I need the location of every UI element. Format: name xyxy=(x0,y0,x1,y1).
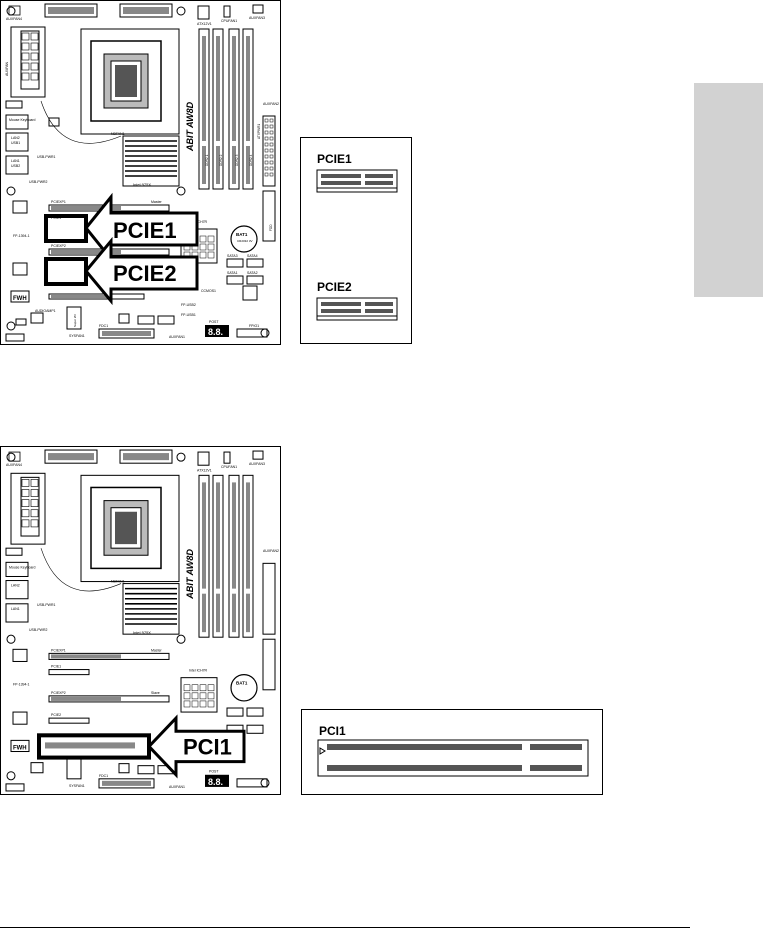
footer-rule xyxy=(0,927,690,928)
label-usb-pwr1: USB-PWR1 xyxy=(37,603,55,607)
label-master: Master xyxy=(151,200,163,204)
label-bat1: BAT1 xyxy=(236,681,248,686)
label-fp-usb2: FP-USB2 xyxy=(181,303,196,307)
label-fpio1: FPIO1 xyxy=(249,324,259,328)
pcie2-callout-label: PCIE2 xyxy=(113,261,177,286)
chapter-side-tab xyxy=(694,83,763,297)
label-ddr2-1: DDR2 1 xyxy=(205,154,209,166)
pcie1-detail-title: PCIE1 xyxy=(317,152,352,166)
label-atx12v1: ATX12V1 xyxy=(197,22,212,26)
label-post: POST xyxy=(209,770,219,774)
post-digits: 8.8. xyxy=(208,777,223,787)
pcie1-slot-drawing xyxy=(316,169,398,193)
label-auxfan1: AUXFAN1 xyxy=(169,335,185,339)
brand-label: ABIT AW8D xyxy=(185,101,195,152)
label-auxfan2: AUXFAN2 xyxy=(263,102,279,106)
pcie2-callout-arrow xyxy=(84,236,199,306)
board-layout-svg-1: AUXFAN4 CPUFAN1 ATX12V1 AUXFAN3 AUXFAN M… xyxy=(5,3,279,342)
label-audioamp1: AUDIOAMP1 xyxy=(35,309,56,313)
label-cpufan1: CPUFAN1 xyxy=(221,465,237,469)
label-fwh: FWH xyxy=(13,296,27,302)
post-digits: 8.8. xyxy=(208,327,223,337)
label-post: POST xyxy=(209,320,219,324)
label-fwh: FWH xyxy=(13,745,27,751)
label-bat1: BAT1 xyxy=(236,232,248,237)
label-ddr2-3: DDR2 3 xyxy=(235,154,239,166)
label-cpufan1: CPUFAN1 xyxy=(221,19,237,23)
label-mouse-keyboard: Mouse Keyboard xyxy=(9,118,36,122)
label-atx12v1: ATX12V1 xyxy=(197,468,212,472)
pci1-slot-drawing xyxy=(317,739,589,777)
label-ddr2-4: DDR2 4 xyxy=(249,154,253,166)
brand-label: ABIT AW8D xyxy=(185,549,195,600)
label-sysfan1: SYSFAN1 xyxy=(69,334,85,338)
label-pciexp1: PCIEXP1 xyxy=(51,200,66,204)
label-lan1: LAN1 xyxy=(11,159,20,163)
pcie2-detail-title: PCIE2 xyxy=(317,280,352,294)
pci1-callout-arrow xyxy=(146,714,246,779)
label-lan2: LAN2 xyxy=(11,584,20,588)
label-intel-975x: Intel 975X xyxy=(133,630,151,635)
label-auxfan4: AUXFAN4 xyxy=(6,463,22,467)
motherboard-diagram-pcie: AUXFAN4 CPUFAN1 ATX12V1 AUXFAN3 AUXFAN M… xyxy=(0,0,281,345)
pci1-detail-title: PCI1 xyxy=(319,724,346,738)
label-sata1: SATA1 xyxy=(227,271,238,275)
label-pciexp2: PCIEXP2 xyxy=(51,691,66,695)
label-pcie1-small: PCIE1 xyxy=(51,665,61,669)
label-auxfan: AUXFAN xyxy=(5,62,9,76)
label-ddr2-2: DDR2 2 xyxy=(219,154,223,166)
label-usb-pwr1: USB-PWR1 xyxy=(37,155,56,159)
motherboard-diagram-pci: AUXFAN4 CPUFAN1 ATX12V1 AUXFAN3 Mouse Ke… xyxy=(0,446,281,795)
label-fdd: FDD xyxy=(269,224,273,231)
pci1-callout-label: PCI1 xyxy=(183,734,232,759)
label-master: Master xyxy=(151,648,163,652)
label-fp-usb1: FP-USB1 xyxy=(181,313,196,317)
label-usb-pwr2: USB-PWR2 xyxy=(29,180,48,184)
pci-detail-panel: PCI1 xyxy=(301,709,603,795)
label-usb-pwr2: USB-PWR2 xyxy=(29,628,47,632)
label-pciexp2: PCIEXP2 xyxy=(51,244,66,248)
label-usb2: USB2 xyxy=(11,164,20,168)
label-sysfan1: SYSFAN1 xyxy=(69,784,85,788)
label-intel-ich7r: Intel ICH7R xyxy=(189,669,208,673)
label-fp1394: FP-1394-1 xyxy=(13,683,30,687)
label-lan2: LAN2 xyxy=(11,136,20,140)
label-super-io: Super I/O xyxy=(73,313,77,327)
label-sata3: SATA3 xyxy=(227,254,238,258)
label-auxfan3: AUXFAN3 xyxy=(249,462,265,466)
label-fdc1: FDC1 xyxy=(99,324,108,328)
label-lan1: LAN1 xyxy=(11,607,20,611)
pcie2-highlight-box xyxy=(44,257,88,286)
label-slave: Slave xyxy=(151,691,160,695)
label-auxfan4: AUXFAN4 xyxy=(6,17,22,21)
label-pciexp1: PCIEXP1 xyxy=(51,648,66,652)
pcie-slot-drawings xyxy=(316,169,398,321)
label-nbfan1: NBFAN1 xyxy=(111,580,125,584)
label-pcie2-small: PCIE2 xyxy=(51,713,61,717)
label-auxfan3: AUXFAN3 xyxy=(249,16,265,20)
label-fdc1: FDC1 xyxy=(99,774,108,778)
pcie1-callout-label: PCIE1 xyxy=(113,218,177,243)
label-ccmos1: CCMOS1 xyxy=(201,289,216,293)
label-intel-975x: Intel 975X xyxy=(133,182,151,187)
label-atxpwr1: ATXPWR1 xyxy=(257,124,261,139)
label-mouse-keyboard: Mouse Keyboard xyxy=(9,565,35,569)
pcie2-slot-drawing xyxy=(316,297,398,321)
pcie-detail-panel: PCIE1 PCIE2 xyxy=(300,137,412,344)
label-nbfan1: NBFAN1 xyxy=(111,132,125,136)
label-cr2032: CR2032 3V xyxy=(237,239,253,243)
label-usb1: USB1 xyxy=(11,141,20,145)
label-fp1394: FP-1394-1 xyxy=(13,234,30,238)
label-auxfan2: AUXFAN2 xyxy=(263,549,279,553)
label-sata4: SATA4 xyxy=(247,254,258,258)
label-auxfan1: AUXFAN1 xyxy=(169,785,185,789)
label-sata2: SATA2 xyxy=(247,271,258,275)
board-layout-svg-2: AUXFAN4 CPUFAN1 ATX12V1 AUXFAN3 Mouse Ke… xyxy=(5,449,279,792)
